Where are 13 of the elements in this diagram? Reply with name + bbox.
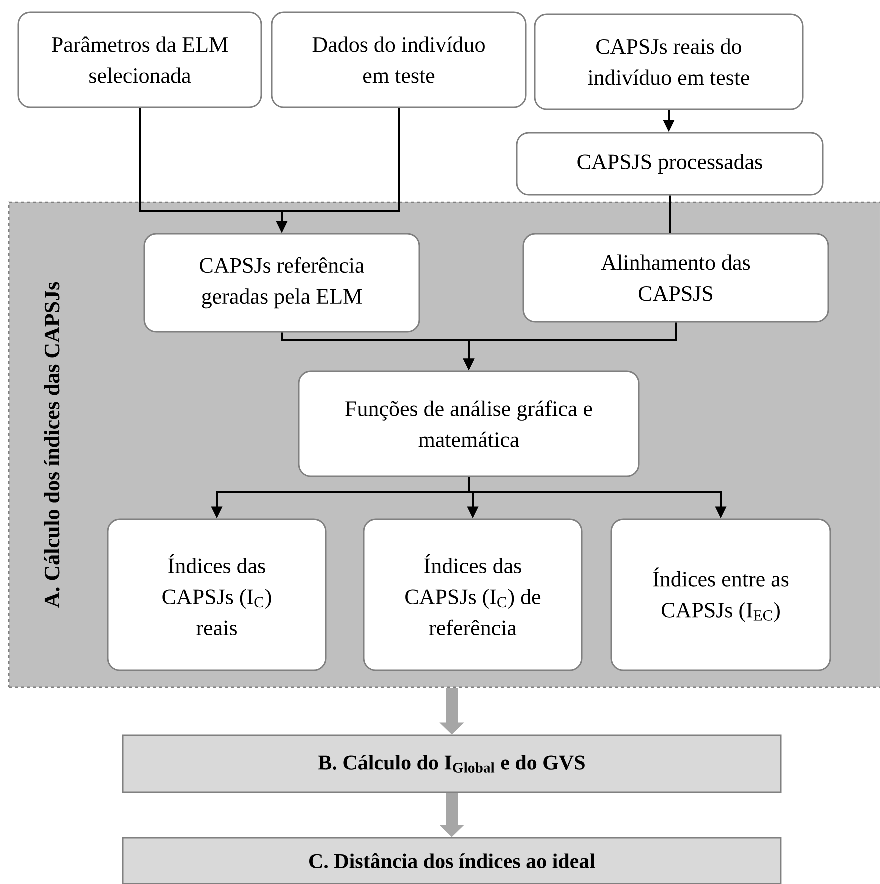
process-box: CAPSJs referência geradas pela ELM <box>144 233 420 333</box>
panel-heading: A. Cálculo dos índices das CAPSJs <box>44 282 60 608</box>
process-box: Alinhamento das CAPSJS <box>522 233 830 323</box>
process-box: Funções de análise gráfica e matemática <box>298 370 640 478</box>
process-box: Dados do indivíduo em teste <box>271 12 527 108</box>
step-box: B. Cálculo do I$_{Global}$ e do GVS <box>122 734 782 794</box>
process-box: CAPSJs reais do indivíduo em teste <box>534 14 804 110</box>
process-box: CAPSJS processadas <box>516 132 824 196</box>
process-box: Índices entre as CAPSJs (I$_{EC}$) <box>610 518 832 672</box>
process-box: Parâmetros da ELM selecionada <box>18 12 262 108</box>
process-box: Índices das CAPSJs (I$_{C}$) de referência <box>363 518 583 672</box>
step-box: C. Distância dos índices ao ideal <box>122 837 782 884</box>
process-box: Índices das CAPSJs (I$_{C}$) reais <box>107 518 327 672</box>
